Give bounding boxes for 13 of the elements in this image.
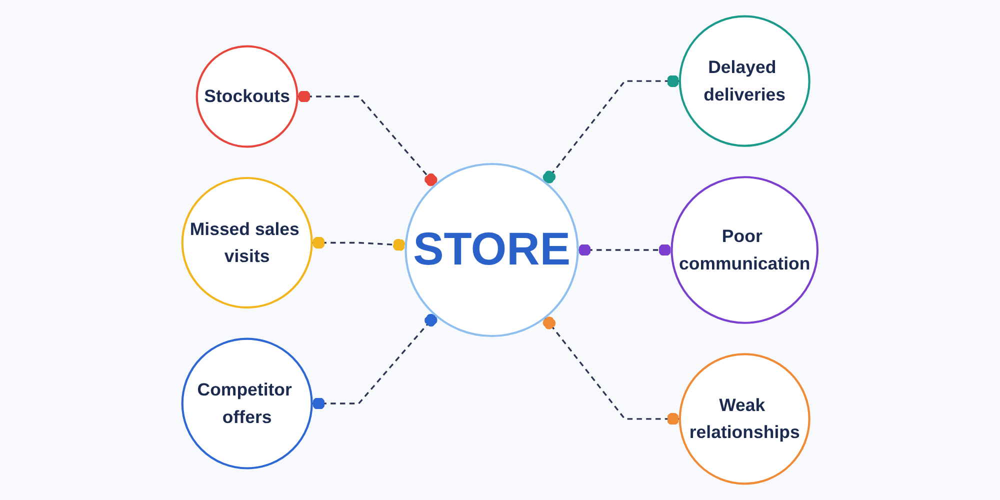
- node-circle: STORE: [404, 162, 579, 338]
- node-circle: Competitor offers: [181, 338, 313, 470]
- node-circle: Poor communication: [670, 176, 819, 324]
- connector: [312, 314, 438, 410]
- connector: [543, 316, 680, 426]
- node-circle: Delayed deliveries: [678, 15, 810, 147]
- node-circle: Stockouts: [196, 45, 298, 148]
- node-circle: Missed sales visits: [181, 176, 313, 308]
- connector: [297, 90, 438, 186]
- node-circle: Weak relationships: [678, 353, 810, 485]
- connector: [543, 74, 680, 184]
- connector: [578, 244, 672, 256]
- connector: [312, 236, 406, 252]
